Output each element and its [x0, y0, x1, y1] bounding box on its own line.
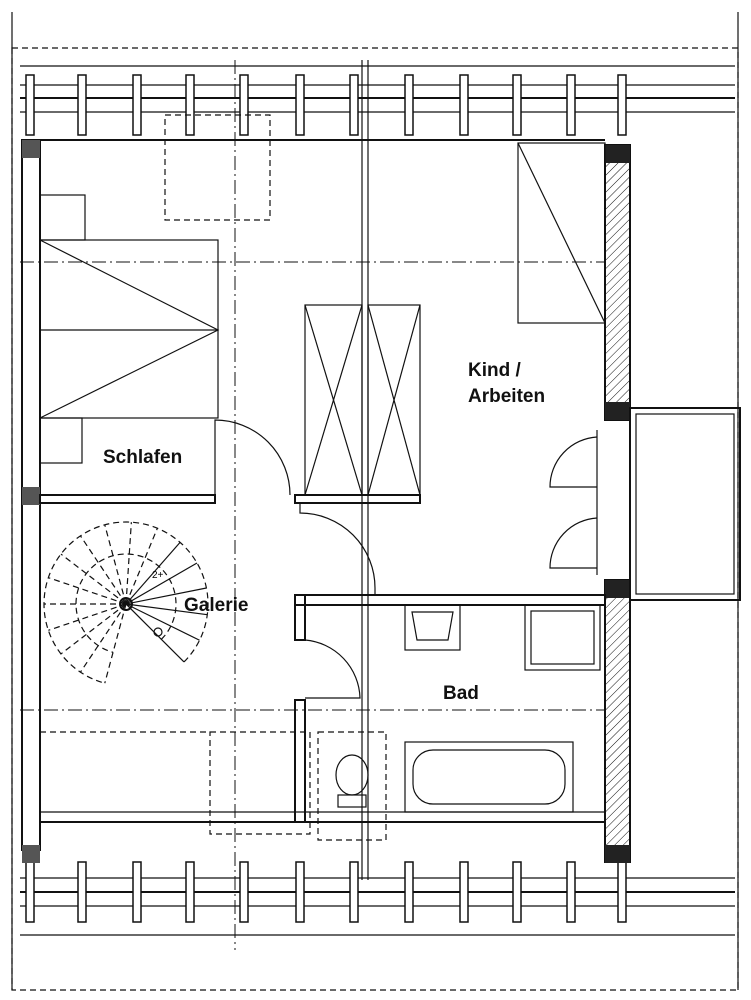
rafter	[132, 74, 142, 136]
stair-outline	[75, 553, 177, 653]
stair-outline	[43, 521, 209, 684]
stair-tread	[125, 528, 158, 605]
stair-tread	[125, 587, 207, 605]
desk	[517, 142, 606, 324]
rafter	[617, 861, 627, 923]
stair-tread	[104, 603, 127, 684]
room-label-bad: Bad	[443, 683, 479, 704]
stair-tread	[125, 603, 208, 616]
room-label-schlafen: Schlafen	[103, 447, 182, 468]
rafter	[77, 861, 87, 923]
rafter	[77, 74, 87, 136]
rafter	[185, 861, 195, 923]
stair-mark: 2+	[152, 570, 164, 581]
stair-tread	[60, 553, 127, 605]
rafter	[566, 861, 576, 923]
stair-tread	[125, 541, 181, 605]
roof-outline	[11, 12, 739, 991]
stair-tread	[79, 603, 127, 673]
rafter	[404, 74, 414, 136]
bottom-rafters	[20, 861, 735, 936]
room-label-arbeiten: Arbeiten	[468, 386, 545, 407]
stair-tread	[104, 524, 127, 605]
rafter	[459, 861, 469, 923]
top-rafters	[20, 65, 735, 136]
bed	[39, 114, 271, 464]
rafter	[185, 74, 195, 136]
stair-tread	[79, 535, 127, 605]
balcony	[629, 407, 741, 601]
bath-fixtures	[40, 604, 601, 841]
rafter	[617, 74, 627, 136]
rafter	[404, 861, 414, 923]
rafter	[25, 861, 35, 923]
rafter	[459, 74, 469, 136]
rafter	[349, 74, 359, 136]
wardrobes	[304, 304, 421, 496]
rafter	[295, 861, 305, 923]
room-label-kind: Kind /	[468, 360, 521, 381]
stair-tread	[60, 603, 127, 655]
stair-tread	[48, 577, 127, 605]
rafter	[566, 74, 576, 136]
stair-tread	[125, 603, 200, 641]
rafter	[239, 74, 249, 136]
stair-tread	[125, 522, 132, 605]
rafter	[295, 74, 305, 136]
stair-tread	[48, 603, 127, 631]
spiral-stair	[43, 521, 209, 684]
rafter	[512, 861, 522, 923]
axis-lines	[20, 60, 605, 950]
stair-tread	[125, 603, 185, 663]
doors	[214, 419, 598, 699]
rafter	[349, 861, 359, 923]
walls	[21, 139, 631, 863]
stair-tread	[125, 562, 198, 605]
room-label-galerie: Galerie	[184, 595, 248, 616]
rafter	[239, 861, 249, 923]
rafter	[512, 74, 522, 136]
rafter	[25, 74, 35, 136]
rafter	[132, 861, 142, 923]
